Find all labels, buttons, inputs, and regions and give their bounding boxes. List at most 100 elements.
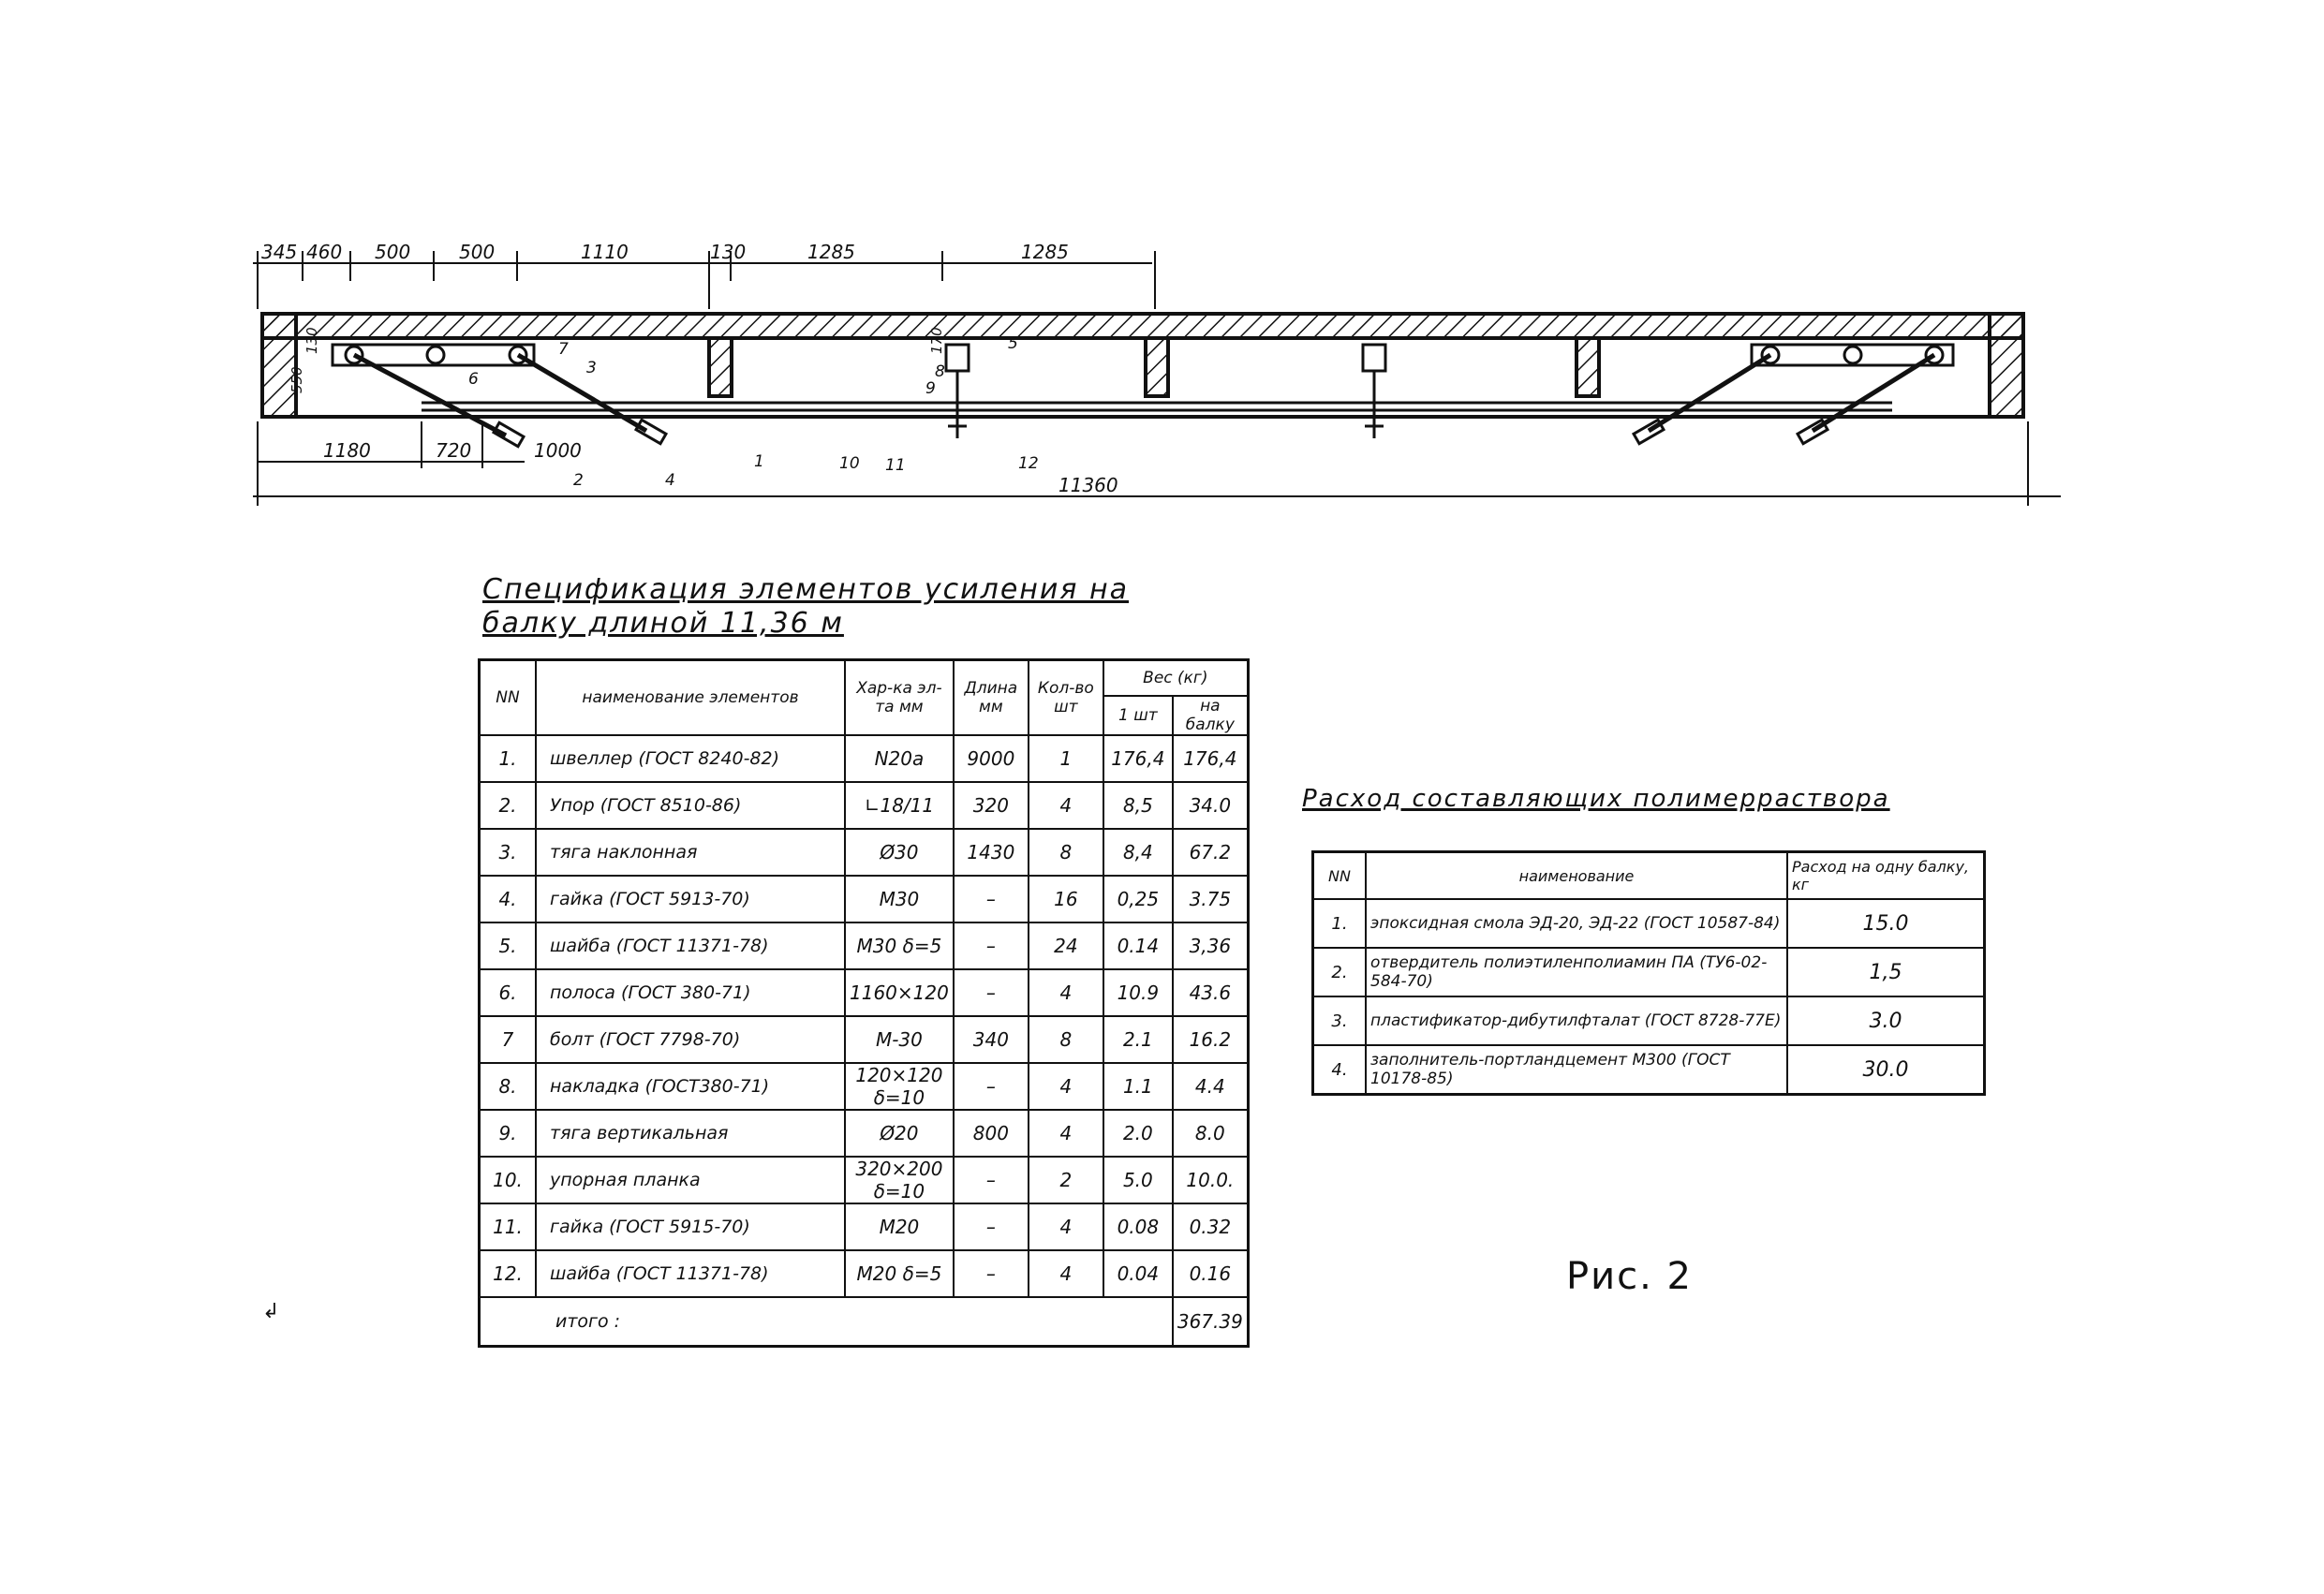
cell-n: 9. [478,1109,537,1158]
dim-label: 1285 [1021,241,1069,263]
consumption-table: NN наименование Расход на одну балку, кг… [1311,850,1986,1096]
cell-wb: 3.75 [1171,875,1250,923]
total-label: итого : [478,1296,1174,1348]
cell-wb: 8.0 [1171,1109,1250,1158]
cell-len: – [952,875,1029,923]
cell-name: полоса (ГОСТ 380-71) [535,968,846,1017]
cell-name: тяга вертикальная [535,1109,846,1158]
cell-wb: 3,36 [1171,922,1250,970]
consumption-title-text: Расход составляющих полимерраствора [1302,785,1890,813]
dim-label: 1110 [581,241,629,263]
cell-len: – [952,968,1029,1017]
cell-qty: 8 [1027,828,1104,877]
dim-label: 1000 [534,439,582,462]
spec-table: NN наименование элементов Хар-ка эл-та м… [478,658,1250,1348]
top-dimension-chain [253,251,1156,309]
cell-wb: 16.2 [1171,1015,1250,1064]
cell-value: 1,5 [1786,947,1986,997]
dim-label: 130 [710,241,746,263]
cell-name: шайба (ГОСТ 11371-78) [535,1249,846,1298]
cell-w1: 0.04 [1102,1249,1174,1298]
cell-w1: 5.0 [1102,1156,1174,1204]
cell-char: М30 [844,875,955,923]
total-row: итого : 367.39 [478,1296,1250,1348]
cell-wb: 67.2 [1171,828,1250,877]
cell-qty: 4 [1027,1203,1104,1251]
cell-qty: 16 [1027,875,1104,923]
dim-label: 500 [375,241,410,263]
cell-char: М-30 [844,1015,955,1064]
cell-w1: 0,25 [1102,875,1174,923]
col-weight-one: 1 шт [1102,695,1174,736]
table-row: 4.заполнитель-портландцемент М300 (ГОСТ … [1311,1044,1986,1096]
cell-qty: 4 [1027,781,1104,830]
cell-qty: 8 [1027,1015,1104,1064]
cell-wb: 0.32 [1171,1203,1250,1251]
cell-len: – [952,1249,1029,1298]
cell-n: 2. [1311,947,1367,997]
col-qty: Кол-во шт [1027,658,1104,736]
corner-mark: ↲ [262,1300,280,1323]
dim-label: 1285 [807,241,855,263]
cell-char: Ø20 [844,1109,955,1158]
cell-name: Упор (ГОСТ 8510-86) [535,781,846,830]
callout: 3 [586,359,597,377]
consumption-title: Расход составляющих полимерраствора [1302,785,1902,813]
cell-name: заполнитель-портландцемент М300 (ГОСТ 10… [1365,1044,1788,1096]
dim-label: 720 [436,439,471,462]
col-nn: NN [1311,850,1367,900]
callout: 12 [1018,454,1039,473]
table-row: 2.отвердитель полиэтиленполиамин ПА (ТУ6… [1311,947,1986,997]
cell-w1: 8,4 [1102,828,1174,877]
col-name: наименование элементов [535,658,846,736]
cell-n: 4. [1311,1044,1367,1096]
callout: 2 [573,471,584,490]
cell-n: 4. [478,875,537,923]
cell-w1: 10.9 [1102,968,1174,1017]
cell-value: 30.0 [1786,1044,1986,1096]
cell-name: отвердитель полиэтиленполиамин ПА (ТУ6-0… [1365,947,1788,997]
dim-label: 460 [306,241,342,263]
cell-len: – [952,1062,1029,1111]
cell-n: 2. [478,781,537,830]
cell-w1: 0.14 [1102,922,1174,970]
cell-wb: 10.0. [1171,1156,1250,1204]
callout: 4 [665,471,675,490]
callout: 1 [754,452,764,471]
spec-title-line2: балку длиной 11,36 м [482,607,844,640]
cell-n: 7 [478,1015,537,1064]
cell-len: 800 [952,1109,1029,1158]
cell-name: болт (ГОСТ 7798-70) [535,1015,846,1064]
spec-title-line1: Спецификация элементов усиления на [482,573,1130,606]
cell-name: пластификатор-дибутилфталат (ГОСТ 8728-7… [1365,996,1788,1046]
cell-qty: 4 [1027,1249,1104,1298]
cell-len: 320 [952,781,1029,830]
cell-qty: 4 [1027,1109,1104,1158]
height-dim: 170 [928,327,945,354]
dim-label: 1180 [323,439,371,462]
cell-name: шайба (ГОСТ 11371-78) [535,922,846,970]
cell-n: 11. [478,1203,537,1251]
cell-name: швеллер (ГОСТ 8240-82) [535,734,846,783]
figure-label: Рис. 2 [1566,1255,1693,1298]
cell-name: гайка (ГОСТ 5913-70) [535,875,846,923]
dim-label: 345 [261,241,297,263]
beam-section [260,312,2025,419]
cell-qty: 2 [1027,1156,1104,1204]
bottom-dimension-chain [253,421,2061,506]
callout: 10 [839,454,860,473]
cell-char: N20а [844,734,955,783]
total-length-label: 11360 [1058,474,1118,496]
cell-qty: 1 [1027,734,1104,783]
col-name: наименование [1365,850,1788,900]
vertical-rod-assemblies [944,343,1387,438]
